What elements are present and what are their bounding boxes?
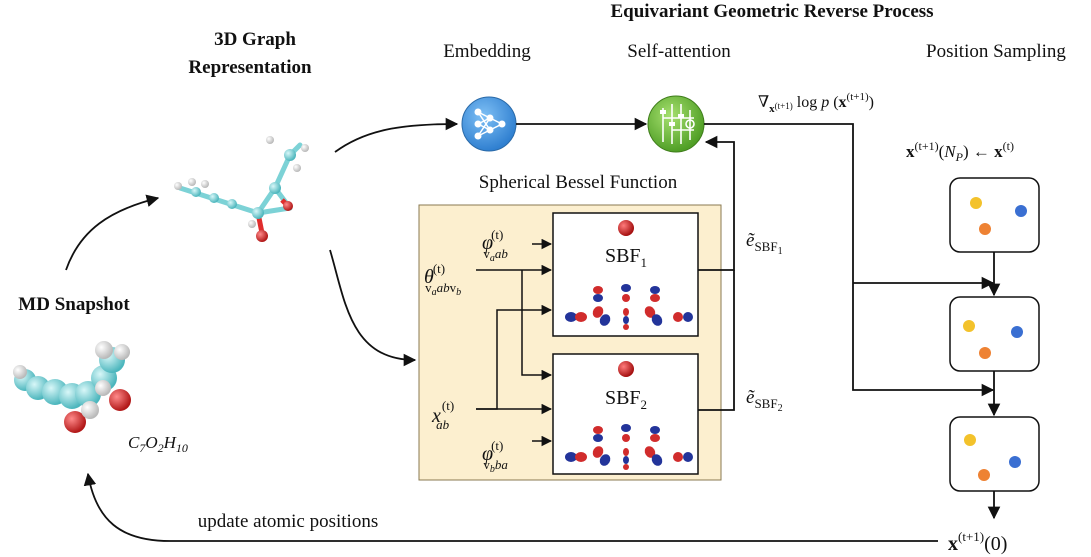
sbf2-output-line: [698, 270, 735, 411]
arrow-md-to-graph: [65, 194, 160, 271]
graph-title-line1: 3D Graph: [214, 29, 296, 50]
init-formula: x(t+1)(NP) ← x(t): [906, 139, 1014, 164]
e-sbf2-label: ẽSBF2: [746, 387, 783, 414]
sample-box-3: [949, 416, 1040, 492]
position-sampling-label: Position Sampling: [926, 41, 1066, 62]
arrow-update-loop: [83, 472, 938, 542]
embedding-label: Embedding: [443, 41, 531, 62]
e-sbf1-label: ẽSBF1: [746, 230, 783, 257]
embedding-node: [461, 96, 517, 152]
self-attention-label: Self-attention: [627, 41, 731, 62]
output-formula: x(t+1)(0): [948, 529, 1007, 555]
sbf1-label: SBF1: [605, 245, 647, 270]
spherical-bessel-label: Spherical Bessel Function: [479, 172, 678, 193]
sbf2-orbitals: [565, 424, 693, 470]
gradient-formula: ∇x(t+1) log p (x(t+1)): [758, 91, 874, 115]
sample-box-1: [949, 177, 1040, 253]
sbf1-ball: [618, 220, 634, 236]
sbf2-label: SBF2: [605, 387, 647, 412]
loop-label: update atomic positions: [198, 511, 378, 532]
sbf1-output-line: [698, 135, 735, 271]
graph-molecule: [174, 136, 309, 242]
molecule-formula: C7O2H10: [128, 433, 188, 455]
sample-box-2: [949, 296, 1040, 372]
md-snapshot-title: MD Snapshot: [18, 294, 130, 315]
theta-input: θ(t)vaabvb: [424, 261, 461, 298]
md-molecule: [13, 341, 131, 433]
arrow-graph-to-embedding: [334, 117, 459, 153]
attention-output-line: [704, 123, 995, 397]
arrow-graph-to-sbf: [329, 249, 417, 367]
sbf1-orbitals: [565, 284, 693, 330]
phi-vaab-input: φ(t)vaab: [482, 227, 508, 264]
sbf2-ball: [618, 361, 634, 377]
attention-node: [647, 95, 705, 153]
main-title: Equivariant Geometric Reverse Process: [610, 1, 933, 22]
sbf-input-wiring: [476, 238, 553, 447]
graph-title-line2: Representation: [188, 57, 312, 78]
